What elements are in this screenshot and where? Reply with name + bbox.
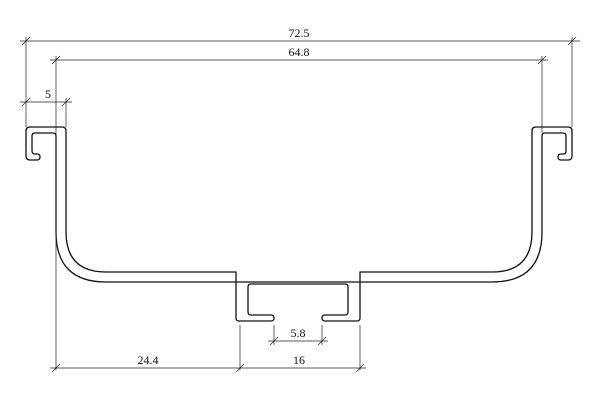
- dimension-bottom-chain: 24.4 16: [50, 353, 366, 373]
- dimension-label-offset-to-slot: 24.4: [138, 353, 159, 367]
- dimension-label-inner-width: 64.8: [289, 45, 310, 59]
- dimension-inner-width: 64.8: [50, 45, 548, 65]
- dimension-label-lip-width: 5: [45, 87, 51, 101]
- dimension-label-slot-opening: 5.8: [291, 326, 306, 340]
- dimension-overall-width: 72.5: [20, 26, 580, 46]
- dimension-slot-opening: 5.8: [268, 326, 328, 346]
- channel-profile-outline: [25, 126, 573, 322]
- dimension-label-overall-width: 72.5: [289, 26, 310, 40]
- dimension-lip-width: 5: [20, 87, 72, 107]
- dimension-label-slot-width: 16: [293, 353, 305, 367]
